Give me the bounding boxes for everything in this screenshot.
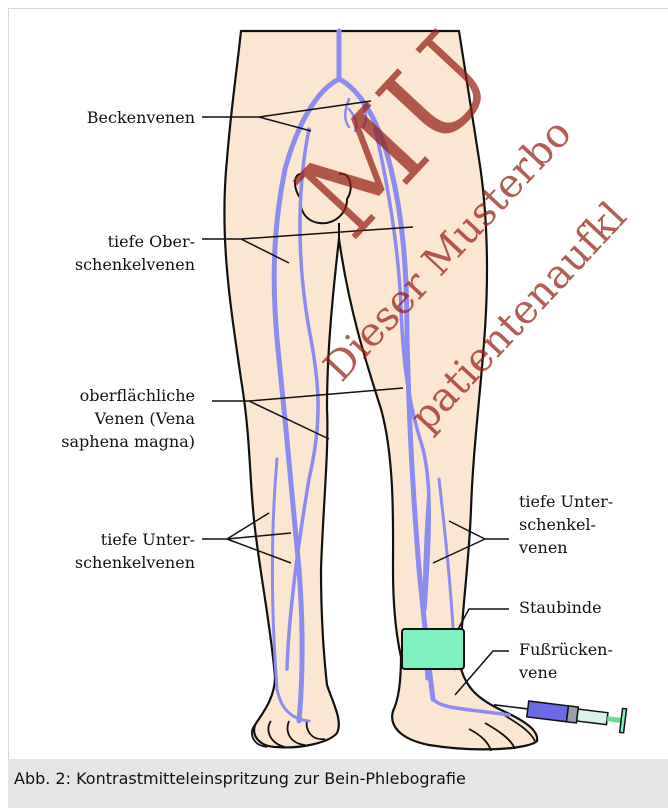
label-staubinde: Staubinde	[519, 597, 602, 618]
label-fussruecken-1: Fußrücken-	[519, 639, 613, 660]
label-tiefe-unterschenkel-left-2: schenkelvenen	[49, 552, 195, 573]
label-tiefe-unterschenkel-left-1: tiefe Unter-	[49, 529, 195, 550]
label-tiefe-oberschenkel-2: schenkelvenen	[49, 254, 195, 275]
label-oberflaechlich-1: oberflächliche	[39, 385, 195, 406]
figure-caption: Abb. 2: Kontrastmitteleinspritzung zur B…	[8, 759, 668, 808]
label-tiefe-unterschenkel-right-1: tiefe Unter-	[519, 491, 613, 512]
label-fussruecken-2: vene	[519, 662, 557, 683]
label-tiefe-oberschenkel-1: tiefe Ober-	[49, 231, 195, 252]
label-tiefe-unterschenkel-right-2: schenkel-	[519, 514, 596, 535]
label-oberflaechlich-3: saphena magna)	[39, 431, 195, 452]
label-beckenvenen: Beckenvenen	[69, 107, 195, 128]
caption-text: Abb. 2: Kontrastmitteleinspritzung zur B…	[14, 769, 466, 788]
figure-panel: Beckenvenen tiefe Ober- schenkelvenen ob…	[8, 8, 668, 760]
label-oberflaechlich-2: Venen (Vena	[39, 408, 195, 429]
label-tiefe-unterschenkel-right-3: venen	[519, 537, 568, 558]
tourniquet-band	[402, 629, 464, 669]
